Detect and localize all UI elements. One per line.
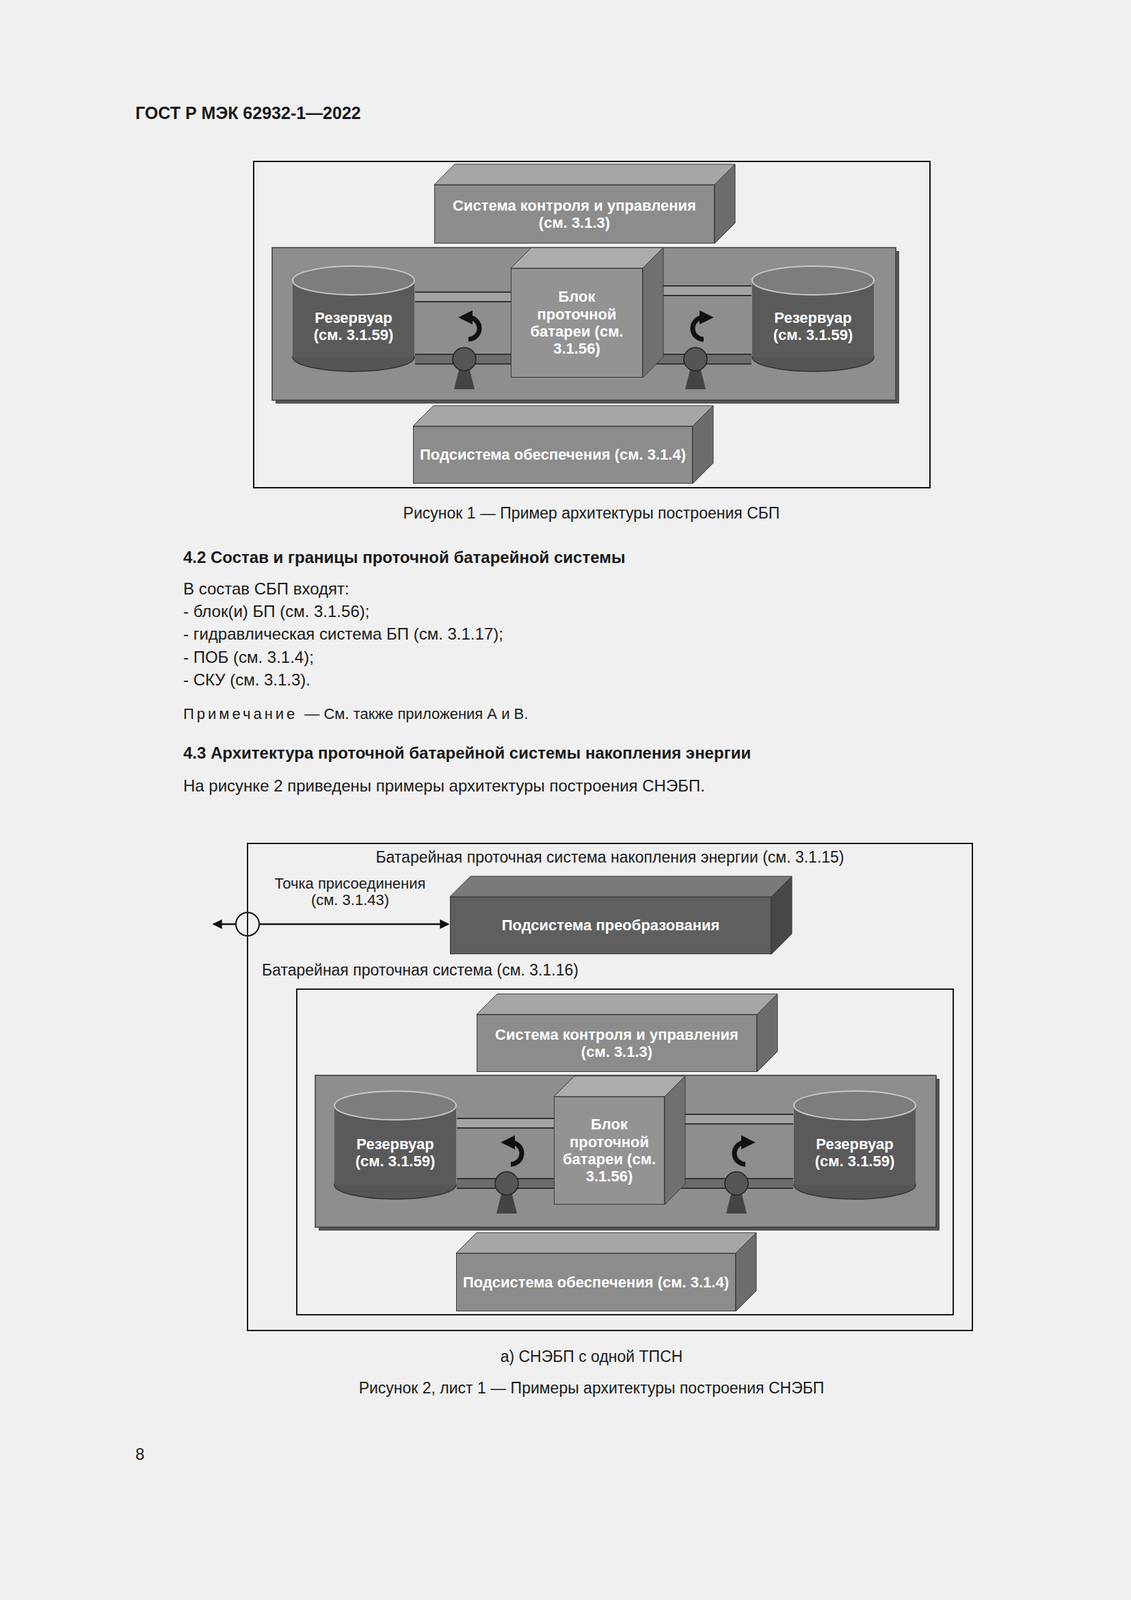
tank-cylinder: Резервуар (см. 3.1.59) — [333, 1089, 457, 1200]
tank-cylinder: Резервуар (см. 3.1.59) — [291, 265, 416, 372]
tank-top — [752, 265, 874, 295]
figure-caption: Рисунок 1 — Пример архитектуры построени… — [215, 503, 968, 524]
note-text: — См. также приложения А и В. — [304, 704, 528, 723]
box-top-face — [553, 1075, 686, 1097]
support-subsystem-box: Подсистема обеспечения (см. 3.1.4) — [456, 1252, 736, 1311]
box-label: Подсистема преобразования — [501, 916, 721, 934]
box-label: Подсистема обеспечения (см. 3.1.4) — [419, 445, 686, 463]
flow-arrow — [510, 1141, 522, 1164]
box-side-face — [714, 164, 736, 244]
page-number: 8 — [135, 1444, 145, 1465]
box-top-face — [476, 993, 778, 1015]
hydraulic-band — [315, 1074, 937, 1227]
pump-symbol — [452, 347, 476, 390]
box-top-face — [449, 875, 792, 897]
subfigure-caption: а) СНЭБП с одной ТПСН — [215, 1347, 968, 1367]
box-label: Блок проточной батареи (см. 3.1.56) — [560, 1115, 658, 1185]
pump-body — [495, 1171, 519, 1195]
box-top-face — [434, 164, 736, 185]
pipe-fill — [415, 292, 511, 301]
box-label: Блок проточной батареи (см. 3.1.56) — [525, 287, 629, 357]
box-side-face — [735, 1232, 757, 1311]
box-depth-faces — [449, 875, 794, 956]
box-label: Резервуар (см. 3.1.59) — [298, 309, 409, 344]
tank-top — [793, 1090, 916, 1120]
pump-symbol — [683, 347, 708, 390]
flow-arrow — [468, 317, 480, 340]
pump-body — [452, 347, 476, 371]
control-system-box: Система контроля и управления (см. 3.1.3… — [476, 1014, 757, 1072]
tank-cylinder: Резервуар (см. 3.1.59) — [751, 265, 875, 372]
box-label: Резервуар (см. 3.1.59) — [800, 1135, 910, 1170]
box-side-face — [756, 993, 778, 1072]
box-top-face — [413, 405, 714, 427]
box-label: Система контроля и управления (см. 3.1.3… — [483, 1025, 751, 1061]
box-label: Подсистема обеспечения (см. 3.1.4) — [462, 1273, 729, 1291]
box-side-face — [692, 405, 714, 484]
battery-unit-box: Блок проточной батареи (см. 3.1.56) — [510, 268, 643, 378]
body-text: На рисунке 2 приведены примеры архитекту… — [183, 776, 705, 796]
hydraulic-band — [272, 247, 896, 401]
figure-frame — [253, 161, 930, 488]
pipe-outline — [415, 291, 511, 303]
pump-body — [683, 347, 708, 371]
box-side-face — [771, 875, 792, 954]
box-label: Батарейная проточная система накопления … — [248, 847, 972, 867]
box-side-face — [642, 247, 664, 378]
tank-top — [292, 265, 415, 295]
box-label: Батарейная проточная система (см. 3.1.16… — [261, 960, 579, 980]
pipe-connector — [415, 296, 511, 298]
document-header: ГОСТ Р МЭК 62932-1—2022 — [135, 102, 362, 124]
flow-arrow — [692, 317, 704, 340]
box-label: Система контроля и управления (см. 3.1.3… — [441, 196, 708, 232]
connection-point-label: Точка присоединения (см. 3.1.43) — [264, 875, 436, 909]
control-system-box: Система контроля и управления (см. 3.1.3… — [434, 184, 715, 244]
battery-system-frame: Система контроля и управления (см. 3.1.3… — [296, 988, 954, 1315]
note-label: Примечание — [183, 704, 298, 723]
list-item: - блок(и) БП (см. 3.1.56); — [183, 601, 370, 622]
box-side-face — [664, 1075, 686, 1205]
body-text: В состав СБП входят: — [183, 579, 350, 600]
box-depth-faces — [456, 1232, 758, 1313]
pipe-outline — [456, 1117, 554, 1129]
tank-top — [334, 1090, 457, 1120]
list-item: - СКУ (см. 3.1.3). — [183, 670, 311, 690]
pipe-connector — [456, 1122, 554, 1124]
section-heading: 4.2 Состав и границы проточной батарейно… — [183, 547, 626, 568]
pump-symbol — [724, 1171, 749, 1214]
list-item: - ПОБ (см. 3.1.4); — [183, 647, 314, 668]
pump-body — [724, 1171, 749, 1195]
support-subsystem-box: Подсистема обеспечения (см. 3.1.4) — [413, 426, 693, 484]
box-label: Резервуар (см. 3.1.59) — [340, 1135, 450, 1170]
system-frame: Подсистема преобразованияСистема контрол… — [246, 842, 974, 1331]
pump-symbol — [495, 1171, 519, 1214]
tank-cylinder: Резервуар (см. 3.1.59) — [793, 1089, 917, 1200]
box-depth-faces — [413, 405, 715, 485]
list-item: - гидравлическая система БП (см. 3.1.17)… — [183, 624, 504, 645]
box-top-face — [510, 247, 664, 269]
pipe-fill — [456, 1118, 554, 1127]
section-heading: 4.3 Архитектура проточной батарейной сис… — [183, 743, 751, 764]
box-top-face — [456, 1232, 757, 1253]
flow-arrow — [734, 1141, 746, 1164]
conversion-subsystem-box: Подсистема преобразования — [449, 896, 772, 954]
figure-caption: Рисунок 2, лист 1 — Примеры архитектуры … — [215, 1378, 968, 1398]
battery-unit-box: Блок проточной батареи (см. 3.1.56) — [553, 1096, 665, 1205]
box-label: Резервуар (см. 3.1.59) — [758, 309, 868, 344]
